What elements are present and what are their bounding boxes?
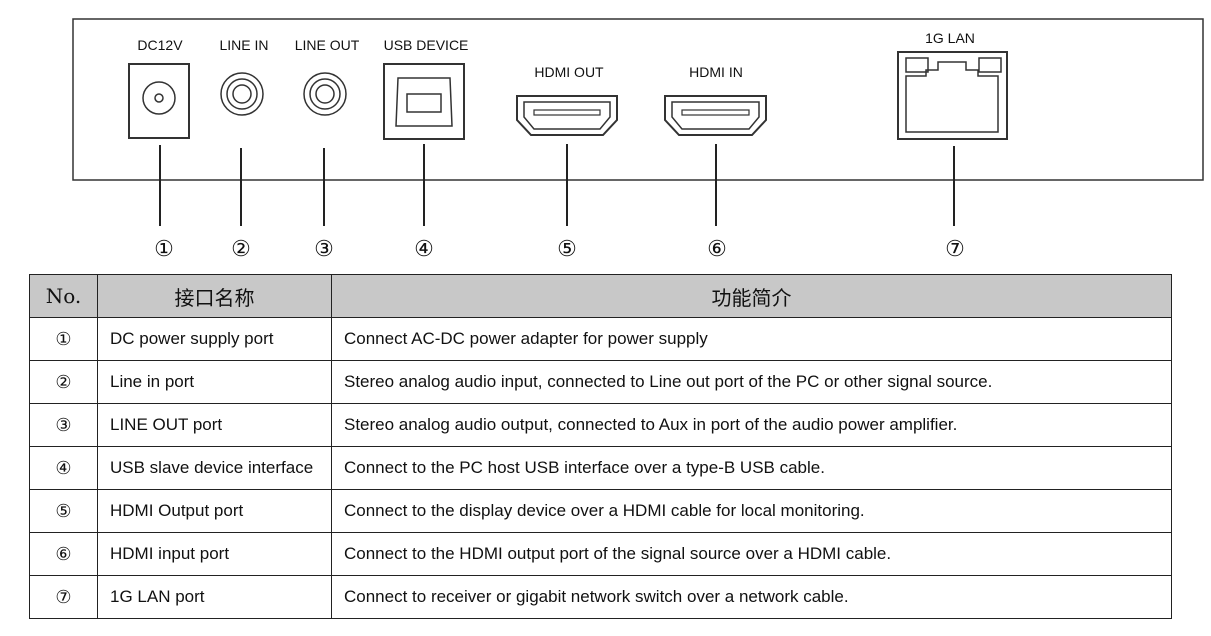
- row-number: ⑦: [29, 575, 98, 619]
- interface-name: DC power supply port: [97, 317, 332, 361]
- callout-number-5: ⑤: [557, 237, 577, 262]
- function-description: Stereo analog audio output, connected to…: [331, 403, 1172, 447]
- table-row: ③ LINE OUT port Stereo analog audio outp…: [29, 403, 1172, 447]
- header-no: No.: [29, 274, 98, 318]
- dc-power-jack-icon: [128, 63, 190, 139]
- line-in-jack-icon: [220, 72, 264, 116]
- table-row: ⑦ 1G LAN port Connect to receiver or gig…: [29, 575, 1172, 619]
- table-row: ⑤ HDMI Output port Connect to the displa…: [29, 489, 1172, 533]
- port-label-line-out: LINE OUT: [295, 37, 360, 53]
- port-label-dc12v: DC12V: [137, 37, 183, 53]
- callout-number-1: ①: [154, 237, 174, 262]
- callout-number-6: ⑥: [707, 237, 727, 262]
- callout-number-3: ③: [314, 237, 334, 262]
- callout-number-4: ④: [414, 237, 434, 262]
- table-row: ④ USB slave device interface Connect to …: [29, 446, 1172, 490]
- function-description: Connect to the PC host USB interface ove…: [331, 446, 1172, 490]
- line-out-jack-icon: [303, 72, 347, 116]
- port-label-usb-device: USB DEVICE: [384, 37, 469, 53]
- port-label-hdmi-in: HDMI IN: [689, 64, 743, 80]
- row-number: ③: [29, 403, 98, 447]
- hdmi-out-port-icon: [516, 95, 618, 136]
- leader-lines: [159, 144, 955, 226]
- interface-name: USB slave device interface: [97, 446, 332, 490]
- table-header-row: No. 接口名称 功能简介: [29, 274, 1172, 318]
- row-number: ①: [29, 317, 98, 361]
- rear-panel-diagram: DC12V LINE IN LINE OUT USB DEVICE HDMI O…: [72, 18, 1204, 262]
- callout-number-7: ⑦: [945, 237, 965, 262]
- interface-name: HDMI Output port: [97, 489, 332, 533]
- function-description: Connect to receiver or gigabit network s…: [331, 575, 1172, 619]
- interface-name: 1G LAN port: [97, 575, 332, 619]
- port-label-1g-lan: 1G LAN: [925, 30, 975, 46]
- interface-name: HDMI input port: [97, 532, 332, 576]
- function-description: Connect to the display device over a HDM…: [331, 489, 1172, 533]
- table-row: ⑥ HDMI input port Connect to the HDMI ou…: [29, 532, 1172, 576]
- usb-type-b-port-icon: [383, 63, 465, 140]
- hdmi-in-port-icon: [664, 95, 767, 136]
- table-row: ② Line in port Stereo analog audio input…: [29, 360, 1172, 404]
- header-interface-name: 接口名称: [97, 274, 332, 318]
- interface-name: LINE OUT port: [97, 403, 332, 447]
- port-label-hdmi-out: HDMI OUT: [534, 64, 604, 80]
- table-row: ① DC power supply port Connect AC-DC pow…: [29, 317, 1172, 361]
- interface-name: Line in port: [97, 360, 332, 404]
- header-function: 功能简介: [331, 274, 1172, 318]
- row-number: ⑥: [29, 532, 98, 576]
- function-description: Stereo analog audio input, connected to …: [331, 360, 1172, 404]
- function-description: Connect AC-DC power adapter for power su…: [331, 317, 1172, 361]
- port-label-line-in: LINE IN: [219, 37, 268, 53]
- function-description: Connect to the HDMI output port of the s…: [331, 532, 1172, 576]
- row-number: ②: [29, 360, 98, 404]
- callout-number-2: ②: [231, 237, 251, 262]
- device-panel-outline: [72, 18, 1204, 181]
- row-number: ④: [29, 446, 98, 490]
- interface-spec-table: No. 接口名称 功能简介 ① DC power supply port Con…: [29, 274, 1172, 619]
- rj45-lan-port-icon: [897, 51, 1008, 140]
- row-number: ⑤: [29, 489, 98, 533]
